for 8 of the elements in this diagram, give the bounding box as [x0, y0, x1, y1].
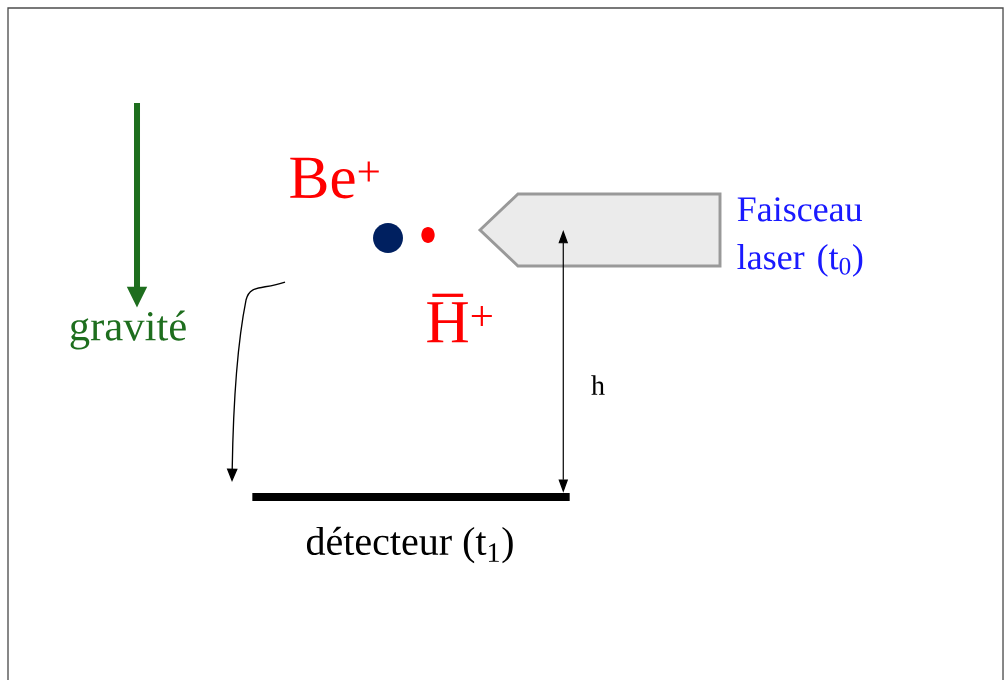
ion-dot — [421, 227, 435, 243]
gravity-label: gravité — [70, 310, 186, 350]
ion-label: Be$^{+}$ — [290, 157, 379, 199]
edge-label: h — [591, 375, 605, 395]
ion-dot — [373, 223, 403, 253]
laser-label: Faisceau laser (t$_{0}$) — [737, 197, 863, 277]
detector-label: détecteur (t$_{1}$) — [306, 526, 513, 564]
ion-label: H̅$^{+}$ — [427, 293, 492, 343]
